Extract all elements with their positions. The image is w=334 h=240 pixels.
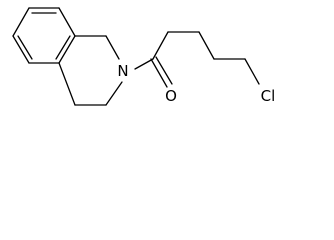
bond-ring-upper-right <box>58 7 76 37</box>
benzene-ring <box>12 7 76 64</box>
chlorovaleryl-chain <box>134 31 260 88</box>
bond-ch2-to-nitrogen <box>105 35 120 60</box>
bond-ring-lower-left-inner <box>17 35 33 60</box>
bond-ring-upper-left <box>12 7 30 37</box>
oxygen-label: O <box>165 87 177 105</box>
nitrogen-atom: N <box>117 62 128 80</box>
bond-c3-to-c4 <box>198 31 215 60</box>
bond-ring-fusion <box>58 35 76 64</box>
chlorine-atom: Cl <box>261 87 276 105</box>
chlorine-label: Cl <box>261 87 276 105</box>
bond-carbonyl-double-2 <box>155 56 173 85</box>
bond-carbonyl-to-c2 <box>152 31 169 60</box>
piperidine-ring <box>58 35 123 106</box>
nitrogen-label: N <box>117 62 128 80</box>
bond-nitrogen-to-ch2 <box>105 81 123 106</box>
bond-ring-fusion-inner <box>55 35 71 60</box>
bond-carbonyl-double-1 <box>150 58 168 88</box>
bond-nitrogen-to-carbonyl <box>134 58 154 70</box>
oxygen-atom: O <box>165 87 177 105</box>
bond-ring-lower-left <box>12 35 30 64</box>
molecule-structure-diagram: N O Cl <box>12 7 276 106</box>
bond-c5-to-chlorine <box>244 58 260 85</box>
bond-ch2-to-ring <box>58 62 76 106</box>
